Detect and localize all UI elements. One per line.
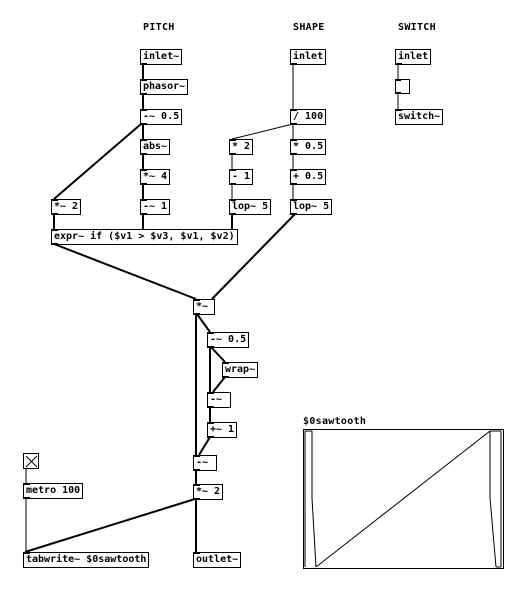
- subtract-half-object[interactable]: -~ 0.5: [140, 109, 183, 125]
- plus-half-object[interactable]: + 0.5: [290, 169, 327, 185]
- shape-header: SHAPE: [293, 22, 325, 33]
- multiply-2-object-b[interactable]: *~ 2: [193, 484, 224, 500]
- array-graph[interactable]: [303, 429, 504, 569]
- subtract-object-b[interactable]: -~: [207, 392, 231, 408]
- tabwrite-object[interactable]: tabwrite~ $0sawtooth: [23, 552, 150, 568]
- array-name-label: $0sawtooth: [303, 416, 367, 427]
- phasor-object[interactable]: phasor~: [140, 79, 189, 95]
- multiply-2-object-a[interactable]: *~ 2: [51, 199, 82, 215]
- lowpass-object-a[interactable]: lop~ 5: [229, 199, 272, 215]
- outlet-object[interactable]: outlet~: [193, 552, 242, 568]
- multiply-4-object[interactable]: *~ 4: [140, 169, 171, 185]
- minus-1-object[interactable]: - 1: [229, 169, 254, 185]
- sawtooth-waveform: [304, 430, 502, 568]
- subtract-half-object-2[interactable]: -~ 0.5: [207, 332, 250, 348]
- lowpass-object-b[interactable]: lop~ 5: [290, 199, 333, 215]
- multiply-main-object[interactable]: *~: [193, 299, 215, 315]
- pitch-inlet-object[interactable]: inlet~: [140, 49, 183, 65]
- multiply-2-control-object[interactable]: * 2: [229, 139, 254, 155]
- abs-object[interactable]: abs~: [140, 139, 171, 155]
- metro-object[interactable]: metro 100: [23, 483, 84, 499]
- plus-1-object[interactable]: +~ 1: [207, 422, 238, 438]
- toggle-checkbox[interactable]: [23, 453, 39, 469]
- switch-object[interactable]: switch~: [395, 109, 444, 125]
- switch-header: SWITCH: [398, 22, 436, 33]
- wrap-object[interactable]: wrap~: [222, 362, 259, 378]
- subtract-object-c[interactable]: -~: [193, 455, 217, 471]
- bang-button[interactable]: [395, 79, 410, 94]
- multiply-half-object[interactable]: * 0.5: [290, 139, 327, 155]
- pitch-header: PITCH: [143, 22, 175, 33]
- toggle-x-icon: [25, 455, 38, 468]
- subtract-1-object[interactable]: -~ 1: [140, 199, 171, 215]
- switch-inlet-object[interactable]: inlet: [395, 49, 432, 65]
- shape-inlet-object[interactable]: inlet: [290, 49, 327, 65]
- expr-object[interactable]: expr~ if ($v1 > $v3, $v1, $v2): [51, 229, 238, 245]
- divide-100-object[interactable]: / 100: [290, 109, 327, 125]
